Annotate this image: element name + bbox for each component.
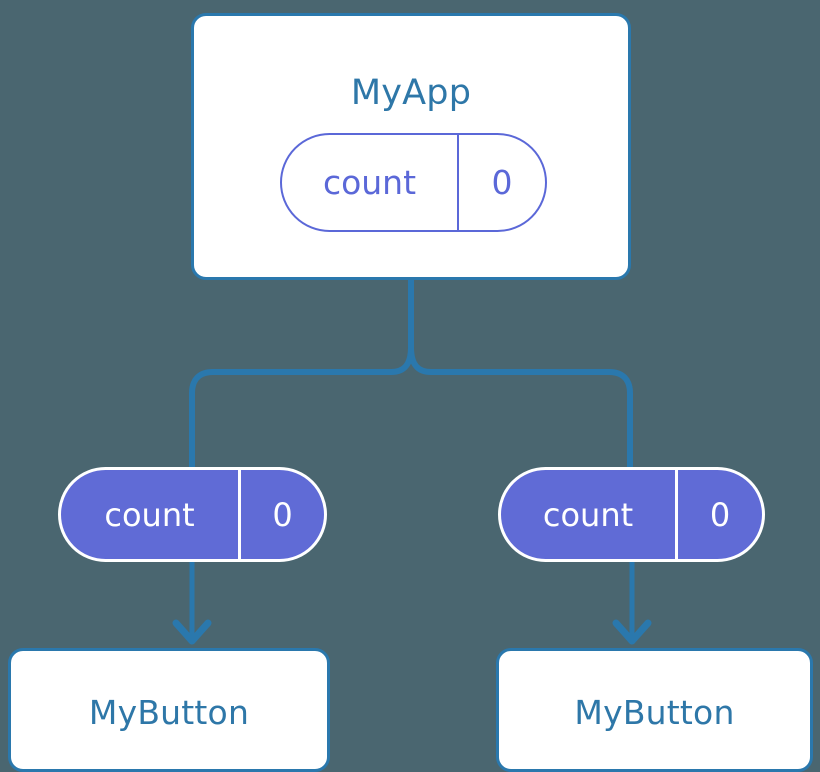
state-pill-right[interactable]: count 0 (498, 467, 765, 562)
state-key-left: count (104, 495, 195, 534)
component-label-myapp: MyApp (350, 73, 472, 113)
component-card-mybutton-left[interactable]: MyButton (8, 648, 330, 772)
state-value-root: 0 (457, 135, 545, 230)
state-key-right: count (542, 495, 634, 534)
connector-fork-left (189, 346, 414, 467)
arrow-state-to-button-left (172, 562, 212, 645)
arrow-state-to-button-right (612, 562, 652, 645)
component-card-myapp[interactable]: MyApp count 0 (191, 13, 631, 280)
state-pill-left[interactable]: count 0 (58, 467, 327, 562)
state-key-root: count (322, 163, 417, 202)
state-value-right: 0 (675, 470, 762, 559)
state-pill-root[interactable]: count 0 (280, 133, 547, 232)
component-card-mybutton-right[interactable]: MyButton (496, 648, 813, 772)
state-value-left: 0 (238, 470, 324, 559)
component-label-mybutton-left: MyButton (88, 693, 250, 732)
component-label-mybutton-right: MyButton (574, 693, 735, 732)
connector-fork-right (408, 346, 633, 467)
